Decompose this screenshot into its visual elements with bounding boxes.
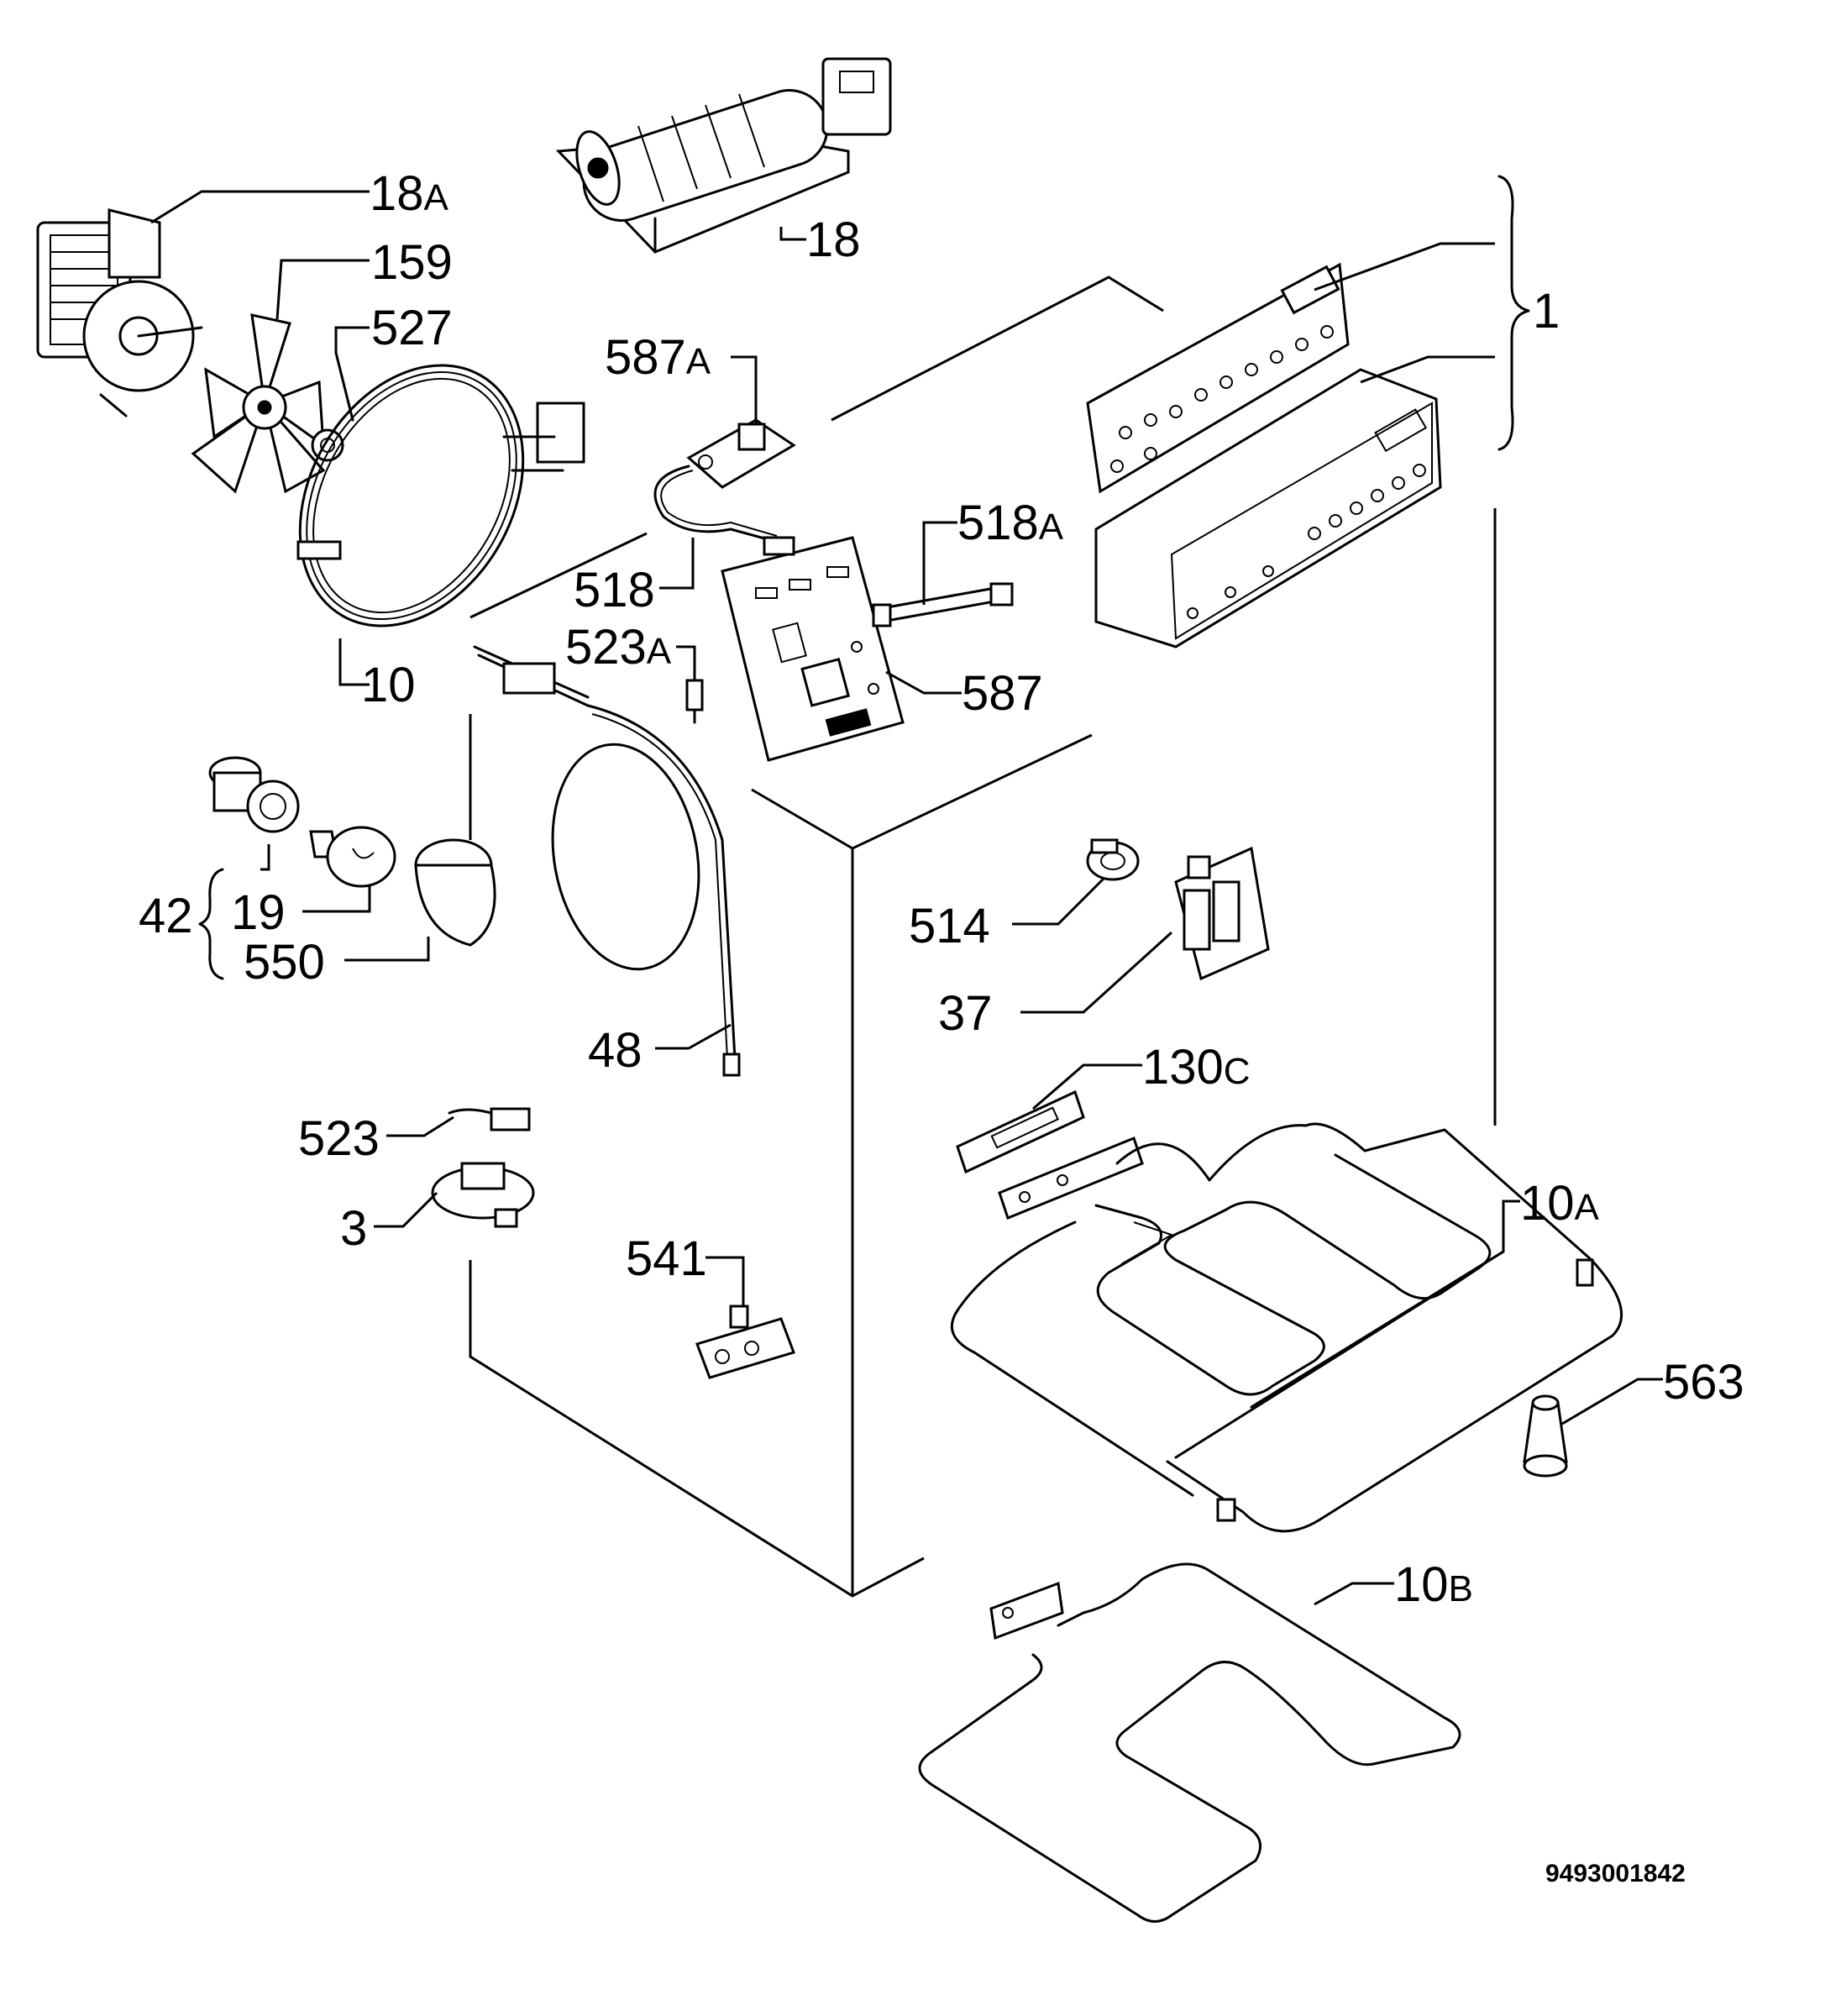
- bottom-heating-element-10b: [918, 1562, 1461, 1923]
- label-48: 48: [588, 1023, 643, 1078]
- leader-lines: [150, 190, 1663, 1606]
- mounting-plate-130c: [956, 1089, 1085, 1174]
- label-550: 550: [244, 935, 325, 990]
- label-10b: 10B: [1394, 1557, 1473, 1612]
- label-587a: 587A: [605, 330, 711, 385]
- bushing-514: [1086, 838, 1140, 881]
- bracket-item-1: [1497, 175, 1530, 451]
- label-523a: 523A: [565, 620, 672, 675]
- label-563: 563: [1663, 1355, 1744, 1410]
- part-563: [1523, 1394, 1568, 1478]
- bracket-item-42: [198, 868, 224, 980]
- label-518: 518: [574, 563, 655, 617]
- lamp-cover-550: [414, 838, 496, 947]
- label-1: 1: [1533, 284, 1560, 339]
- label-18: 18: [806, 213, 861, 267]
- label-10: 10: [361, 658, 416, 712]
- tangential-fan-18: [555, 57, 892, 254]
- label-130c: 130C: [1142, 1040, 1251, 1095]
- oven-cabinet-outline: [469, 276, 1497, 1598]
- document-code: 9493001842: [1545, 1860, 1686, 1887]
- ring-heating-element-10: [296, 364, 585, 627]
- connector-523a: [685, 679, 704, 724]
- thermostat-3: [431, 1162, 535, 1228]
- label-518a: 518A: [957, 496, 1064, 550]
- fan-motor-18a: [36, 208, 203, 417]
- label-159: 159: [371, 235, 453, 290]
- pcb-587a: [653, 418, 796, 543]
- lamp-holder: [208, 756, 300, 833]
- control-panel-assembly-1: [1086, 262, 1442, 648]
- temperature-sensor-48: [473, 645, 741, 1077]
- part-labels: 18A 159 527 18 1 587A 518A 518 523A 10 5…: [139, 166, 1744, 1887]
- terminal-block-541: [695, 1305, 795, 1379]
- label-527: 527: [371, 301, 453, 355]
- label-37: 37: [938, 986, 993, 1041]
- grill-heating-element-10a: [950, 1122, 1623, 1533]
- label-42: 42: [139, 889, 193, 943]
- label-10a: 10A: [1520, 1176, 1600, 1231]
- thermostat-lead-523: [448, 1107, 531, 1131]
- ribbon-cable-518a: [872, 582, 1014, 627]
- label-3: 3: [340, 1201, 367, 1256]
- fan-blade-159: [191, 313, 326, 494]
- label-541: 541: [626, 1231, 707, 1286]
- label-587: 587: [962, 666, 1043, 721]
- label-514: 514: [909, 899, 990, 953]
- lamp-bulb-19: [309, 826, 396, 888]
- label-18a: 18A: [370, 166, 449, 221]
- switch-37: [1174, 846, 1270, 981]
- pcb-587: [721, 536, 905, 762]
- label-523: 523: [298, 1111, 380, 1166]
- label-19: 19: [231, 885, 286, 940]
